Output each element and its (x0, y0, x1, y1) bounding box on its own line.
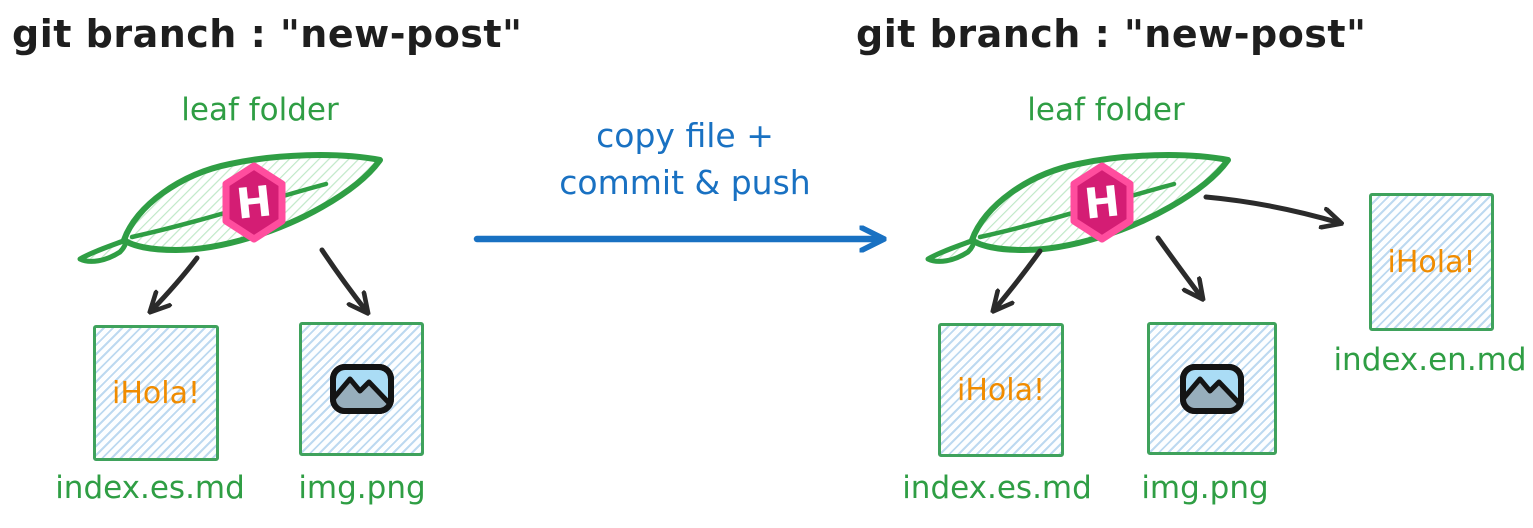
transition-label-line2: commit & push (559, 163, 811, 202)
left-leaf-folder-label: leaf folder (181, 92, 339, 128)
right-filename-img-png: img.png (1141, 470, 1269, 506)
image-icon-mountains (1183, 378, 1241, 411)
image-icon-ridge (332, 376, 391, 407)
file-content-text: iHola! (112, 375, 200, 411)
right-file-img-png (1147, 322, 1277, 455)
image-icon (329, 364, 394, 414)
image-icon-mountains (332, 379, 391, 411)
right-leaf-folder-label: leaf folder (1027, 92, 1185, 128)
right-git-branch-title: git branch : "new-post" (856, 12, 1367, 56)
left-file-img-png (299, 322, 424, 456)
image-icon (1180, 363, 1244, 414)
image-icon-ridge (1183, 376, 1241, 406)
hugo-hexagon-h-icon (1070, 162, 1134, 243)
transition-label-line1: copy file + (596, 116, 774, 155)
right-filename-index-es: index.es.md (902, 470, 1092, 506)
right-leaf-folder-drawing: H (925, 152, 1231, 264)
image-icon-border (1180, 363, 1244, 414)
left-filename-index-es: index.es.md (55, 470, 245, 506)
left-filename-img-png: img.png (298, 470, 426, 506)
left-git-branch-title: git branch : "new-post" (12, 12, 523, 56)
left-file-index-es: iHola! (93, 325, 219, 461)
leaf-stem (925, 237, 977, 264)
file-content-text: iHola! (1387, 244, 1476, 280)
left-leaf-folder-drawing: H (77, 152, 383, 264)
file-content-text: iHola! (957, 372, 1045, 408)
right-file-index-en: iHola! (1369, 193, 1494, 331)
hugo-hexagon-h-icon (222, 162, 286, 243)
right-file-index-es: iHola! (938, 323, 1064, 457)
right-filename-index-en: index.en.md (1333, 342, 1527, 378)
leaf-stem (77, 237, 129, 264)
transition-label: copy file + commit & push (495, 112, 875, 206)
hugo-logo-letter: H (1082, 176, 1122, 228)
image-icon-border (329, 364, 394, 414)
hugo-logo-letter: H (234, 176, 274, 228)
